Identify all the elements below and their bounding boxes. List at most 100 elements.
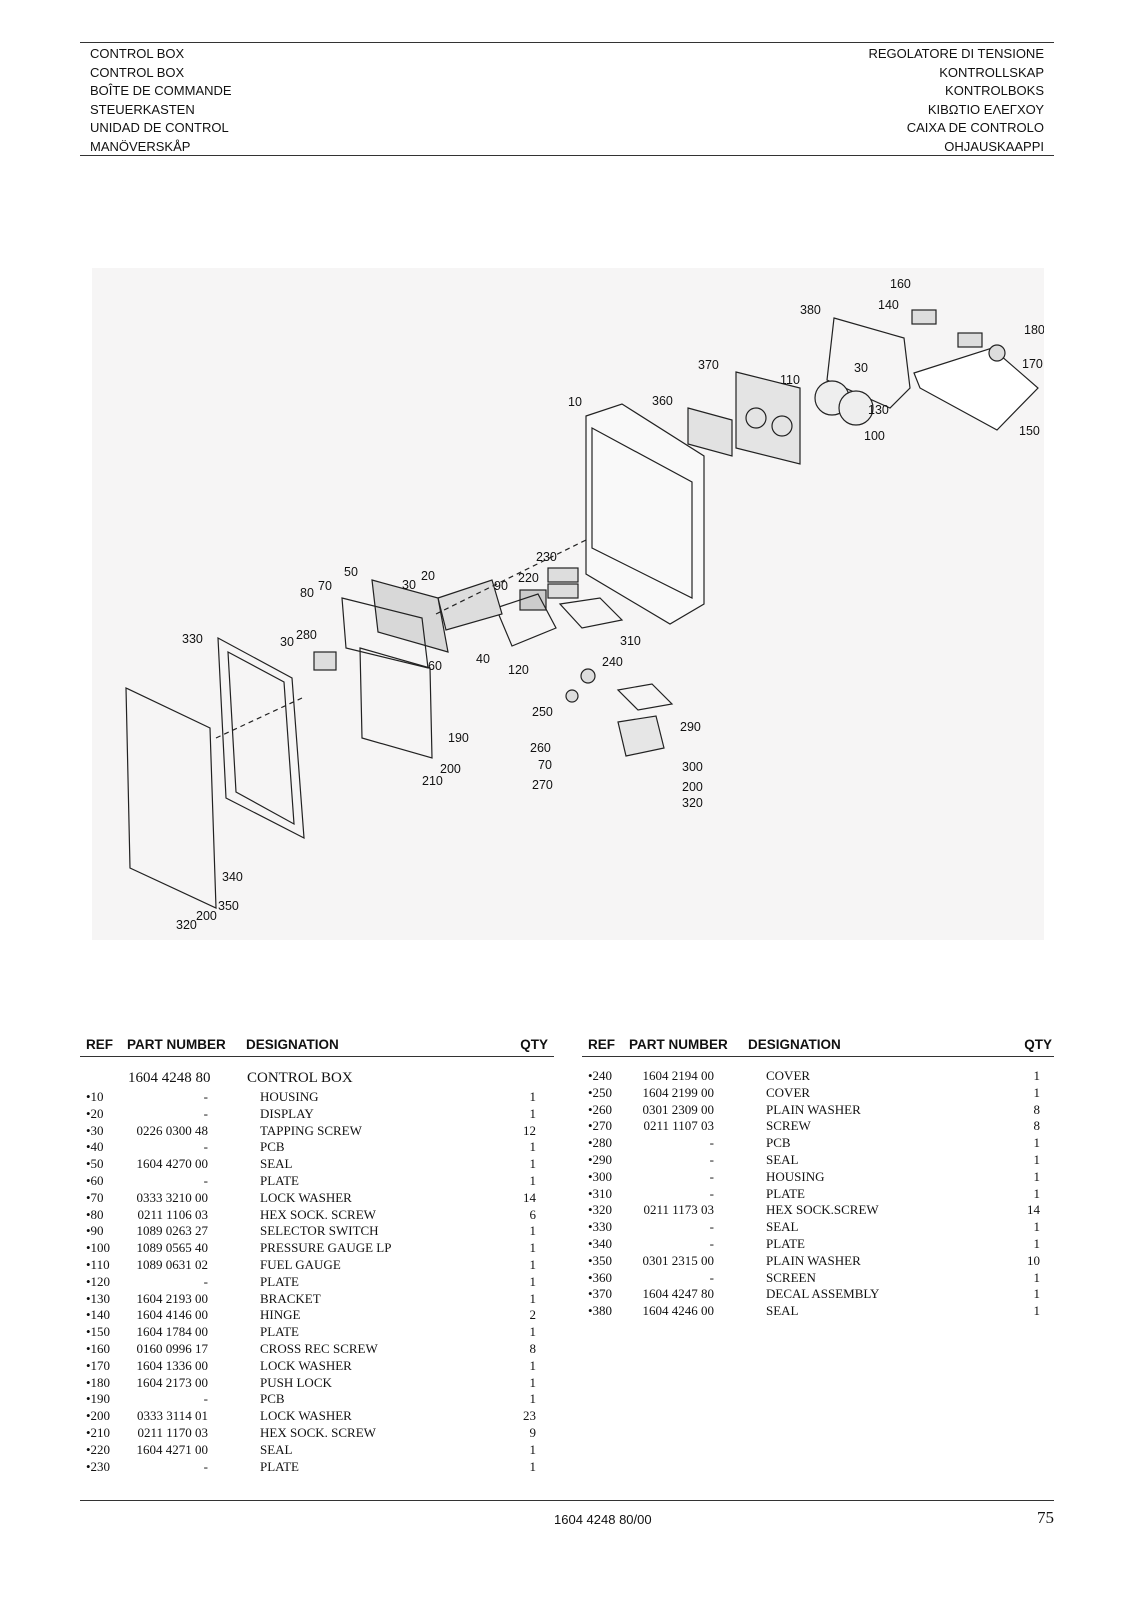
part-number-cell: 1089 0565 40	[136, 1240, 209, 1256]
header-title: REGOLATORE DI TENSIONE	[868, 46, 1044, 61]
callout-label: 320	[682, 796, 703, 810]
callout-label: 130	[868, 403, 889, 417]
designation-cell: HEX SOCK.SCREW	[766, 1202, 879, 1218]
designation-cell: BRACKET	[260, 1290, 321, 1306]
qty-cell: 2	[529, 1307, 537, 1323]
callout-label: 30	[280, 635, 294, 649]
qty-cell: 1	[529, 1240, 537, 1256]
qty-cell: 1	[1033, 1084, 1041, 1100]
callout-label: 380	[800, 303, 821, 317]
ref-cell: •330	[588, 1219, 613, 1235]
designation-cell: PLATE	[260, 1172, 299, 1188]
col-header-designation: DESIGNATION	[246, 1037, 339, 1052]
cover-shape	[565, 689, 579, 703]
part-number-cell: -	[709, 1151, 714, 1167]
designation-cell: PRESSURE GAUGE LP	[260, 1240, 392, 1256]
table-header: REF PART NUMBER DESIGNATION QTY	[80, 1036, 554, 1057]
ref-cell: •70	[86, 1189, 104, 1205]
housing-shape	[585, 403, 705, 625]
ref-cell: •110	[86, 1256, 110, 1272]
callout-label: 370	[698, 358, 719, 372]
part-number-cell: -	[709, 1185, 714, 1201]
designation-cell: FUEL GAUGE	[260, 1256, 341, 1272]
callout-label: 120	[508, 663, 529, 677]
frame-seal-shape	[217, 636, 305, 840]
qty-cell: 8	[529, 1340, 537, 1356]
part-number-cell: 1089 0263 27	[136, 1223, 209, 1239]
part-number-cell: 1089 0631 02	[136, 1256, 209, 1272]
back-plate-shape	[125, 687, 217, 909]
ref-cell: •120	[86, 1273, 111, 1289]
assembly-part-number: 1604 4248 80	[128, 1070, 211, 1086]
header-title: CONTROL BOX	[90, 64, 185, 80]
callout-label: 330	[182, 632, 203, 646]
designation-cell: PLAIN WASHER	[766, 1101, 861, 1117]
designation-cell: PLATE	[260, 1458, 299, 1474]
ref-cell: •320	[588, 1202, 613, 1218]
qty-cell: 1	[529, 1139, 537, 1155]
callout-label: 220	[518, 571, 539, 585]
assembly-line	[215, 697, 303, 739]
ref-cell: •370	[588, 1286, 613, 1302]
ref-cell: •150	[86, 1324, 111, 1340]
callout-label: 200	[196, 909, 217, 923]
qty-cell: 1	[1033, 1303, 1041, 1319]
ref-cell: •290	[588, 1151, 613, 1167]
header-title: OHJAUSKAAPPI	[944, 138, 1044, 154]
part-number-cell: -	[709, 1219, 714, 1235]
callout-label: 190	[448, 731, 469, 745]
designation-cell: PCB	[260, 1139, 285, 1155]
header-title: STEUERKASTEN	[90, 101, 195, 117]
gauge-shape	[838, 390, 874, 426]
qty-cell: 1	[1033, 1269, 1041, 1285]
part-number-cell: -	[203, 1139, 208, 1155]
designation-cell: SELECTOR SWITCH	[260, 1223, 379, 1239]
designation-cell: SEAL	[766, 1151, 799, 1167]
qty-cell: 1	[1033, 1135, 1041, 1151]
seal-panel-shape	[371, 579, 449, 653]
header-title: MANÖVERSKÅP	[90, 138, 191, 154]
callout-label: 30	[402, 578, 416, 592]
ref-cell: •270	[588, 1118, 613, 1134]
designation-cell: HEX SOCK. SCREW	[260, 1424, 376, 1440]
designation-cell: PLAIN WASHER	[766, 1252, 861, 1268]
callout-label: 280	[296, 628, 317, 642]
part-number-cell: -	[709, 1168, 714, 1184]
part-number-cell: -	[203, 1172, 208, 1188]
ref-cell: •30	[86, 1122, 104, 1138]
display-shape	[437, 579, 503, 631]
col-header-qty: QTY	[520, 1037, 548, 1052]
part-number-cell: -	[709, 1269, 714, 1285]
callout-label: 170	[1022, 357, 1043, 371]
callout-label: 160	[890, 277, 911, 291]
header-title: UNIDAD DE CONTROL	[90, 120, 229, 136]
seal-outline-shape	[826, 317, 911, 409]
qty-cell: 8	[1033, 1118, 1041, 1134]
qty-cell: 1	[529, 1324, 537, 1340]
ref-cell: •140	[86, 1307, 111, 1323]
small-housing-shape	[617, 715, 665, 757]
callout-label: 200	[440, 762, 461, 776]
callout-label: 140	[878, 298, 899, 312]
designation-cell: PLATE	[260, 1273, 299, 1289]
qty-cell: 1	[529, 1105, 537, 1121]
header-titles-left: CONTROL BOX CONTROL BOX BOÎTE DE COMMAND…	[90, 45, 232, 157]
callout-label: 110	[780, 373, 800, 387]
pcb-shape	[495, 593, 557, 647]
